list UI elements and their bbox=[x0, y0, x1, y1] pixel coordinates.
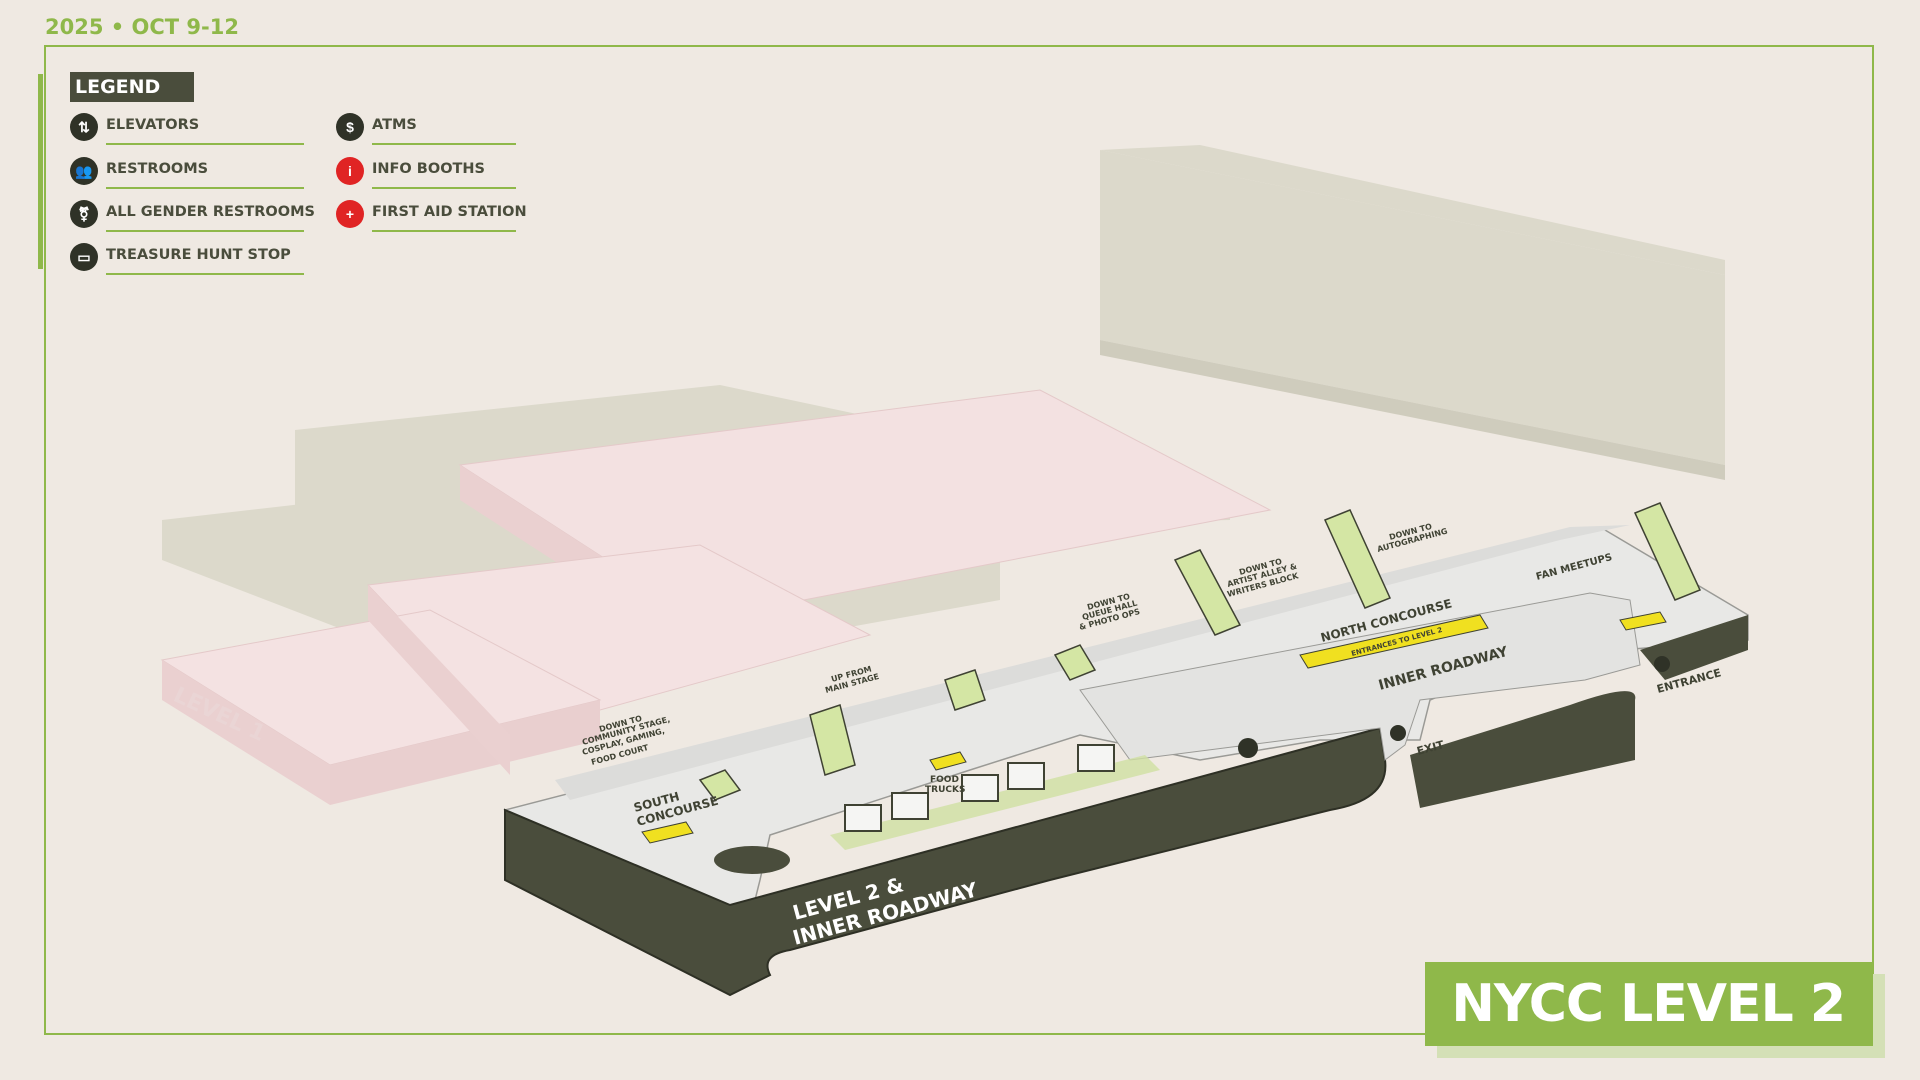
background-buildings-edge bbox=[1100, 340, 1725, 480]
level1-blocks bbox=[160, 389, 1272, 805]
legend-label: ALL GENDER RESTROOMS bbox=[106, 204, 315, 220]
legend-label: FIRST AID STATION bbox=[372, 204, 527, 220]
map-icons bbox=[1238, 656, 1670, 758]
info-icon: i bbox=[336, 157, 364, 185]
inner-roadway bbox=[1079, 592, 1641, 761]
legend-underline bbox=[106, 273, 304, 275]
all-gender-restroom-icon[interactable] bbox=[1238, 738, 1258, 758]
food-truck bbox=[1077, 744, 1115, 772]
legend-underline bbox=[106, 230, 304, 232]
food-trucks-label-2: TRUCKS bbox=[925, 785, 965, 795]
legend-label: TREASURE HUNT STOP bbox=[106, 247, 291, 263]
food-truck bbox=[844, 804, 882, 832]
elevator-icon: ⇅ bbox=[70, 113, 98, 141]
legend-label: RESTROOMS bbox=[106, 161, 209, 177]
first-aid-icon: + bbox=[336, 200, 364, 228]
food-trucks-area bbox=[830, 744, 1160, 850]
entrance-arrow-icon bbox=[1654, 656, 1670, 672]
food-truck bbox=[891, 792, 929, 820]
legend-underline bbox=[106, 143, 304, 145]
atm-icon: $ bbox=[336, 113, 364, 141]
restroom-icon: 👥 bbox=[70, 157, 98, 185]
food-trucks-label-1: FOOD bbox=[930, 775, 959, 785]
all-gender-restroom-icon: ⚧ bbox=[70, 200, 98, 228]
stairs bbox=[698, 502, 1702, 801]
entrances-highlights bbox=[641, 611, 1667, 844]
food-truck bbox=[961, 774, 999, 802]
legend-label: ELEVATORS bbox=[106, 117, 200, 133]
down-arrow-icon bbox=[1390, 725, 1406, 741]
map-title: NYCC LEVEL 2 bbox=[1425, 962, 1873, 1046]
legend-underline bbox=[106, 187, 304, 189]
level2-base bbox=[504, 615, 1748, 997]
legend-title: LEGEND bbox=[70, 72, 194, 102]
map-frame bbox=[44, 45, 1874, 1035]
legend-accent-bar bbox=[38, 74, 43, 269]
legend-label: INFO BOOTHS bbox=[372, 161, 485, 177]
legend-label: ATMS bbox=[372, 117, 417, 133]
treasure-hunt-icon: ▭ bbox=[70, 243, 98, 271]
legend-underline bbox=[372, 143, 516, 145]
event-date: 2025 • OCT 9-12 bbox=[45, 15, 239, 39]
legend-underline bbox=[372, 230, 516, 232]
food-truck bbox=[1007, 762, 1045, 790]
legend-underline bbox=[372, 187, 516, 189]
